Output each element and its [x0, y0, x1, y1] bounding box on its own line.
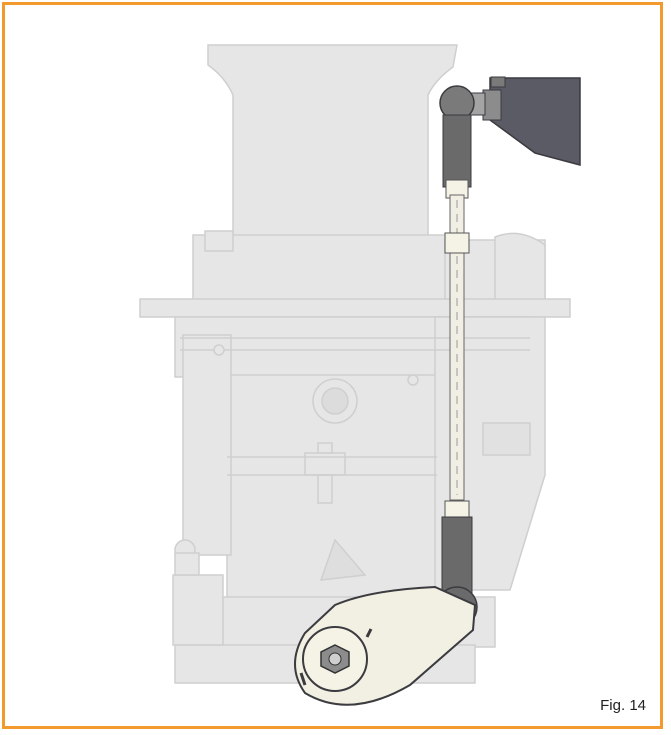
carburetor-linkage-drawing	[139, 44, 581, 706]
figure-caption: Fig. 14	[600, 697, 646, 714]
throttle-lever	[294, 585, 477, 706]
throttle-bracket	[466, 76, 581, 166]
linkage-rod	[436, 85, 478, 628]
figure-frame: Fig. 14	[2, 2, 663, 729]
carburetor-body	[139, 44, 571, 684]
